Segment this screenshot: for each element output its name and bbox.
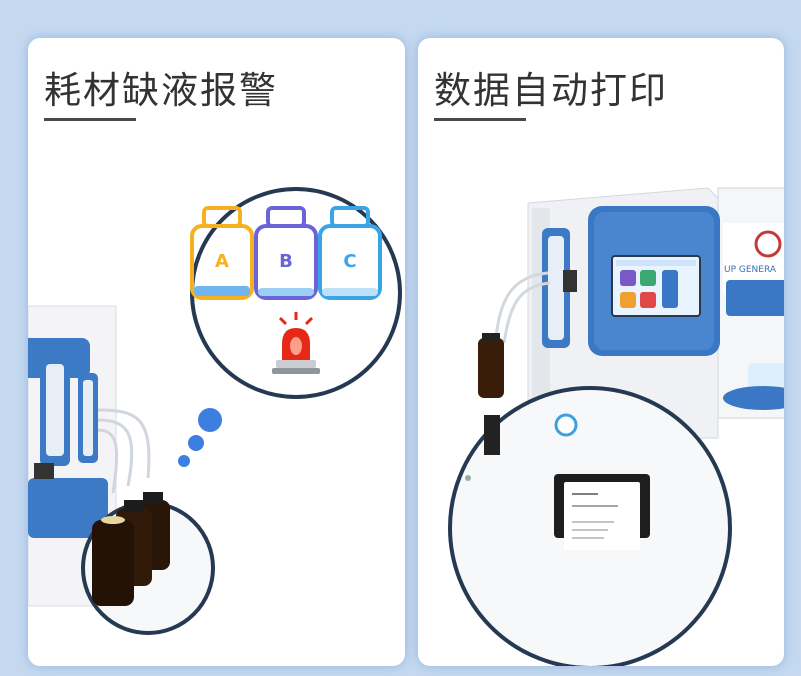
bottle-b-icon: [254, 206, 318, 300]
bottle-c-icon: [318, 206, 382, 300]
feature-title: 耗材缺液报警: [44, 69, 278, 112]
title-underline: [434, 118, 526, 121]
reagent-level-zoom: A B C: [190, 187, 402, 399]
bottle-b-label: B: [279, 251, 293, 272]
brand-label: UP GENERA: [724, 265, 777, 275]
reagent-bottles-zoom: [81, 492, 215, 635]
sample-module: UP GENERA: [717, 187, 784, 419]
consumable-alarm-illustration: A B C: [28, 187, 402, 635]
touch-screen: [611, 255, 701, 317]
printer-zoom: [448, 386, 732, 666]
alarm-light-icon: [272, 312, 320, 374]
feature-card-auto-print: 数据自动打印 UP GENERA: [418, 38, 784, 666]
feature-title: 数据自动打印: [434, 69, 668, 112]
auto-print-illustration: UP GENERA: [448, 187, 784, 666]
title-underline: [44, 118, 136, 121]
thought-bubble-small: [178, 455, 190, 467]
thought-bubble-medium: [188, 435, 204, 451]
bottle-c-label: C: [343, 251, 356, 272]
bottle-a-label: A: [215, 251, 229, 272]
bottle-a-icon: [190, 206, 254, 300]
feature-card-consumable-alarm: 耗材缺液报警: [28, 38, 405, 666]
thought-bubble-large: [198, 408, 222, 432]
